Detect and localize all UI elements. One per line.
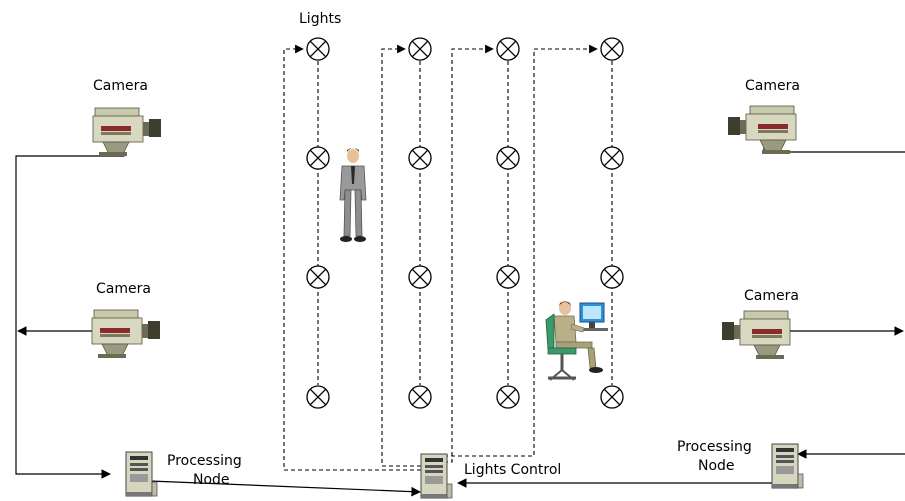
- camera-label-mid-left: Camera: [96, 281, 151, 297]
- camera-top-right: [727, 105, 797, 155]
- light-bulb-icon: [306, 37, 330, 61]
- light-bulb-icon: [306, 146, 330, 170]
- processing-node-left-label-line2: Node: [193, 472, 230, 488]
- camera-label-mid-right: Camera: [744, 288, 799, 304]
- computer-tower-icon: [771, 443, 804, 489]
- light-bulb-icon: [306, 265, 330, 289]
- computer-tower-icon: [125, 451, 158, 497]
- processing-node-right-label-line2: Node: [698, 458, 735, 474]
- light-bulb-icon: [496, 37, 520, 61]
- camera-mid-left: [91, 309, 161, 359]
- computer-tower-icon: [420, 453, 453, 499]
- camera-network-wiring: [15, 138, 905, 497]
- light-bulb-icon: [408, 385, 432, 409]
- camera-icon: [727, 105, 797, 155]
- light-bulb-icon: [408, 265, 432, 289]
- processing-node-right-label-line1: Processing: [677, 439, 752, 455]
- light-bulb-icon: [496, 265, 520, 289]
- camera-icon: [721, 310, 791, 360]
- light-bulb-icon: [306, 385, 330, 409]
- lights-label: Lights: [299, 11, 341, 27]
- processing-node-left-label-line1: Processing: [167, 453, 242, 469]
- light-bulb-icon: [600, 146, 624, 170]
- light-bulb-icon: [496, 385, 520, 409]
- camera-top-left: [92, 107, 162, 157]
- light-bulb-icon: [408, 37, 432, 61]
- camera-icon: [91, 309, 161, 359]
- lights-control-label: Lights Control: [464, 462, 561, 478]
- camera-label-top-left: Camera: [93, 78, 148, 94]
- camera-mid-right: [721, 310, 791, 360]
- standing-person-icon: [339, 148, 367, 242]
- camera-icon: [92, 107, 162, 157]
- light-control-wiring: [283, 44, 598, 471]
- camera-label-top-right: Camera: [745, 78, 800, 94]
- light-bulb-icon: [600, 37, 624, 61]
- light-bulb-icon: [496, 146, 520, 170]
- light-bulb-icon: [600, 385, 624, 409]
- light-bulb-icon: [408, 146, 432, 170]
- operator-at-computer-icon: [545, 301, 608, 381]
- light-bulb-icon: [600, 265, 624, 289]
- light-columns: [317, 61, 613, 385]
